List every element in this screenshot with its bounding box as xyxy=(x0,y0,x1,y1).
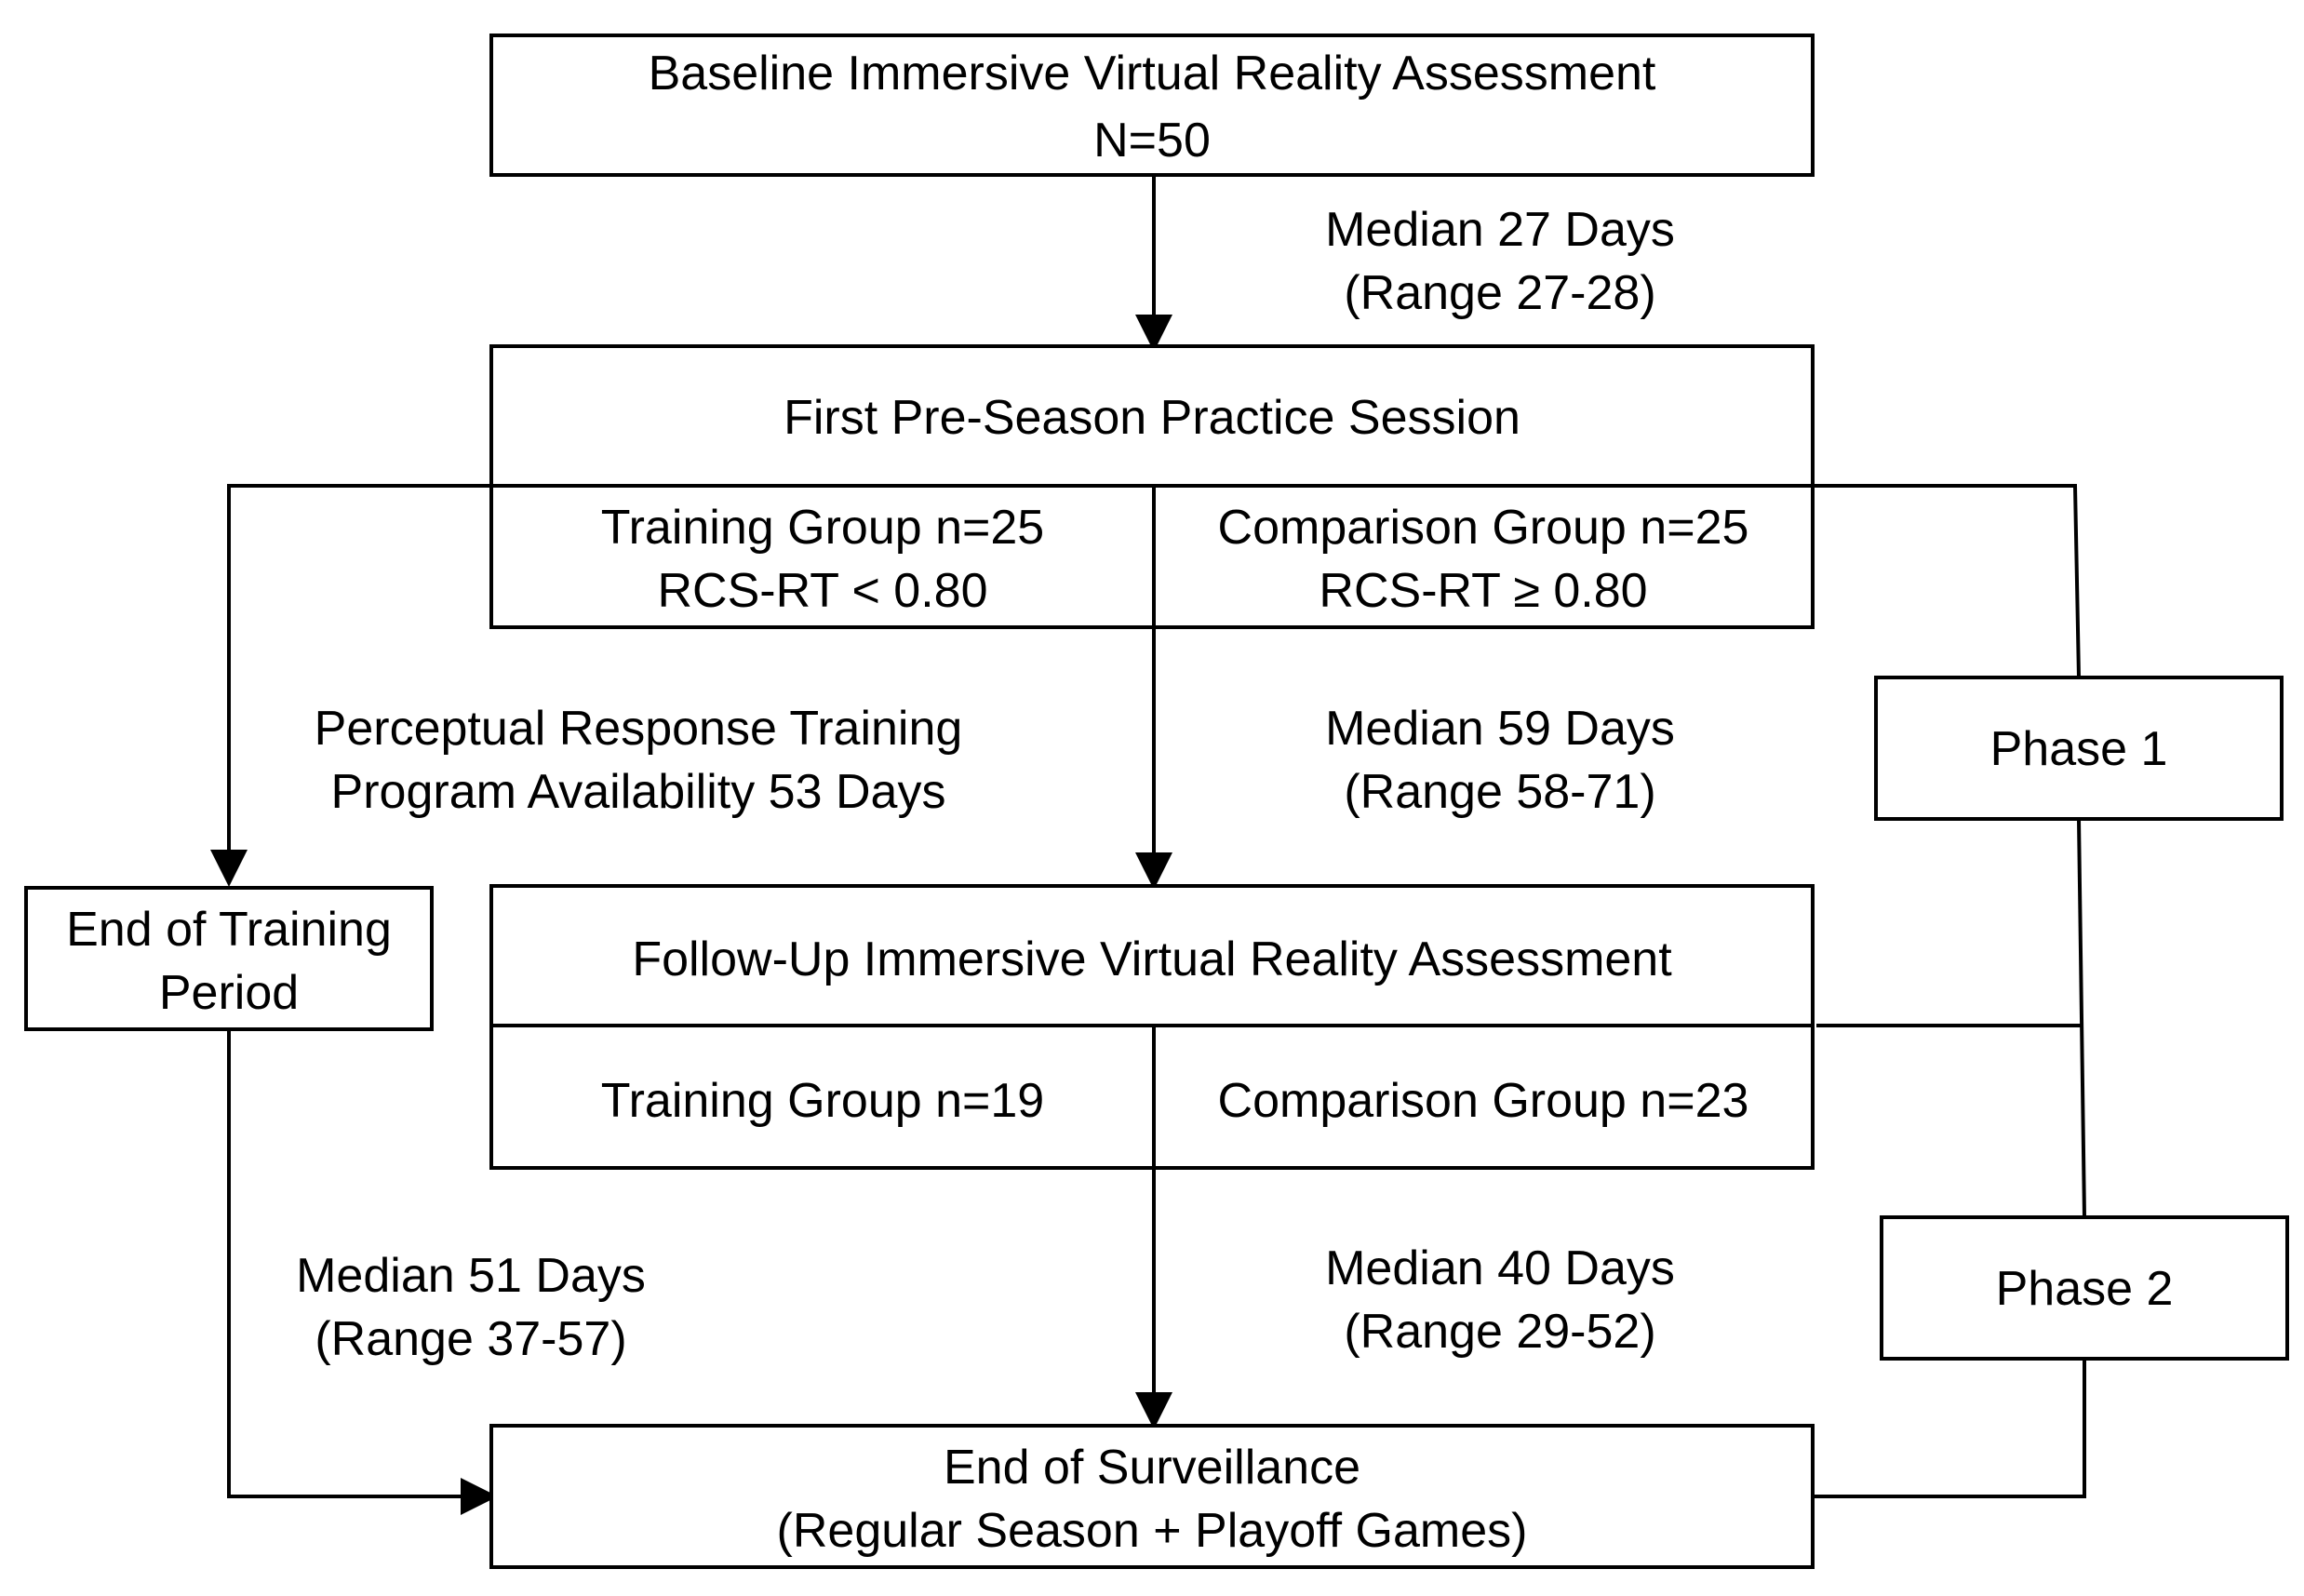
preseason-training-rcs: RCS-RT < 0.80 xyxy=(657,564,987,618)
phase2-bracket-bottom xyxy=(1813,1359,2086,1498)
end-training-line2: Period xyxy=(159,966,299,1020)
arrow-preseason-to-end-training xyxy=(210,484,491,887)
baseline-title: Baseline Immersive Virtual Reality Asses… xyxy=(649,47,1656,101)
interval2-range: (Range 58-71) xyxy=(1344,765,1655,819)
followup-comparison-group: Comparison Group n=23 xyxy=(1218,1074,1749,1128)
interval4-median: Median 40 Days xyxy=(1325,1241,1675,1295)
followup-training-group: Training Group n=19 xyxy=(601,1074,1044,1128)
phase2-box xyxy=(1880,1215,2289,1361)
baseline-n: N=50 xyxy=(1093,114,1211,168)
surveillance-box xyxy=(489,1424,1815,1569)
baseline-box xyxy=(489,34,1815,177)
interval3-range: (Range 37-57) xyxy=(315,1312,626,1366)
phase1-box xyxy=(1874,676,2284,821)
preseason-title: First Pre-Season Practice Session xyxy=(784,391,1520,445)
interval2-median: Median 59 Days xyxy=(1325,702,1675,756)
interval1-median: Median 27 Days xyxy=(1325,203,1675,257)
followup-title: Follow-Up Immersive Virtual Reality Asse… xyxy=(632,932,1672,986)
training-program-line2: Program Availability 53 Days xyxy=(331,765,946,819)
phase2-label: Phase 2 xyxy=(1996,1262,2174,1316)
arrow-end-training-to-surveillance xyxy=(227,1029,498,1515)
surveillance-line2: (Regular Season + Playoff Games) xyxy=(777,1504,1528,1558)
interval4-range: (Range 29-52) xyxy=(1344,1305,1655,1359)
end-training-box xyxy=(24,886,434,1031)
preseason-comparison-group: Comparison Group n=25 xyxy=(1218,501,1749,555)
phase1-label: Phase 1 xyxy=(1990,722,2168,776)
interval3-median: Median 51 Days xyxy=(296,1249,646,1303)
preseason-training-group: Training Group n=25 xyxy=(601,501,1044,555)
phase1-bracket-top xyxy=(1813,484,2081,678)
training-program-line1: Perceptual Response Training xyxy=(315,702,963,756)
end-training-line1: End of Training xyxy=(66,903,392,957)
preseason-comparison-rcs: RCS-RT ≥ 0.80 xyxy=(1319,564,1647,618)
phase1-bracket-bottom xyxy=(2077,818,2086,1218)
surveillance-line1: End of Surveillance xyxy=(944,1441,1360,1495)
interval1-range: (Range 27-28) xyxy=(1344,266,1655,320)
